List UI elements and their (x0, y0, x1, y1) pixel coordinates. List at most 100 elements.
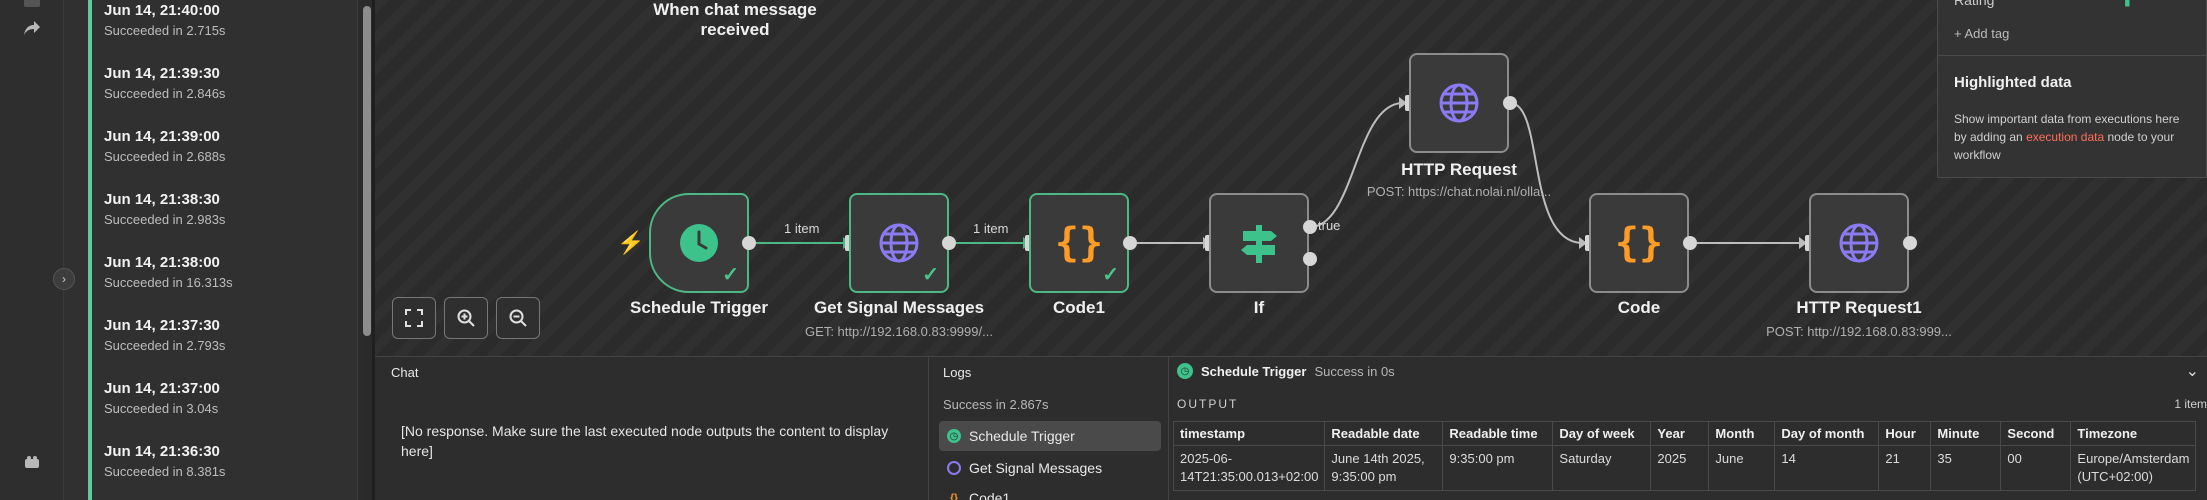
logs-panel: Logs Success in 2.867s ◷ Schedule Trigge… (929, 357, 1169, 500)
column-header[interactable]: Year (1650, 421, 1710, 446)
connection-line (1309, 102, 1404, 228)
log-item-get-signal-messages[interactable]: Get Signal Messages (939, 453, 1161, 483)
collapse-sidebar-button[interactable]: › (53, 268, 75, 290)
column-header[interactable]: Day of week (1552, 421, 1652, 446)
input-port[interactable] (1405, 95, 1412, 111)
output-port-true[interactable] (1303, 220, 1317, 234)
edge-item-count: 1 item (784, 221, 820, 236)
share-icon[interactable] (20, 16, 44, 40)
execution-item[interactable]: Jun 14, 21:39:00 Succeeded in 2.688s (104, 128, 344, 178)
output-port[interactable] (1903, 236, 1917, 250)
table-cell: 14 (1774, 445, 1880, 491)
column-header[interactable]: Timezone (2070, 421, 2197, 446)
code-braces-icon: {} (950, 492, 958, 500)
globe-icon (1439, 83, 1479, 123)
execution-date: Jun 14, 21:37:00 (104, 380, 220, 397)
output-port[interactable] (1683, 236, 1697, 250)
executions-scrollbar-thumb[interactable] (363, 6, 371, 336)
execution-item[interactable]: Jun 14, 21:39:30 Succeeded in 2.846s (104, 65, 344, 115)
table-header-row: timestamp Readable date Readable time Da… (1172, 421, 2197, 446)
table-cell: Europe/Amsterdam (UTC+02:00) (2070, 445, 2197, 491)
clock-icon: ◷ (947, 429, 961, 443)
add-tag-button[interactable]: + Add tag (1954, 26, 2010, 41)
highlighted-text-1: Show important data from executions here… (1954, 112, 2180, 144)
node-code1[interactable]: {} ✓ (1029, 193, 1129, 293)
edge-item-count: 1 item (973, 221, 1009, 236)
thumbs-up-icon[interactable]: ▮ (2124, 0, 2131, 8)
table-cell: 9:35:00 pm (1442, 445, 1554, 491)
chevron-down-icon[interactable]: ⌄ (2185, 363, 2199, 380)
execution-status: Succeeded in 2.688s (104, 149, 226, 164)
output-port[interactable] (742, 236, 756, 250)
input-port[interactable] (845, 235, 852, 251)
node-schedule-trigger[interactable]: ✓ (649, 193, 749, 293)
node-http-request1[interactable] (1809, 193, 1909, 293)
output-port[interactable] (1123, 236, 1137, 250)
input-port[interactable] (1585, 235, 1592, 251)
panel-divider[interactable] (372, 0, 375, 500)
highlighted-text-2: node to your workflow (1954, 130, 2175, 162)
log-item-schedule-trigger[interactable]: ◷ Schedule Trigger (939, 421, 1161, 451)
node-code[interactable]: {} (1589, 193, 1689, 293)
column-header[interactable]: Day of month (1774, 421, 1880, 446)
execution-item[interactable]: Jun 14, 21:40:00 Succeeded in 2.715s (104, 2, 344, 52)
community-icon[interactable] (20, 450, 44, 474)
execution-item[interactable]: Jun 14, 21:36:30 Succeeded in 8.381s (104, 443, 344, 493)
node-label: If (1253, 298, 1265, 317)
execution-date: Jun 14, 21:39:30 (104, 65, 220, 82)
input-port[interactable] (1205, 235, 1212, 251)
input-port[interactable] (1025, 235, 1032, 251)
log-item-label: Code1 (969, 490, 1011, 500)
column-header[interactable]: Minute (1930, 421, 2002, 446)
execution-date: Jun 14, 21:39:00 (104, 128, 220, 145)
column-header[interactable]: Readable time (1442, 421, 1554, 446)
output-status: Success in 0s (1314, 363, 1395, 379)
execution-status: Succeeded in 3.04s (104, 401, 219, 416)
execution-data-link[interactable]: execution data (2026, 130, 2105, 144)
node-http-request[interactable] (1409, 53, 1509, 153)
node-label: Code (1617, 298, 1661, 317)
column-header[interactable]: timestamp (1172, 421, 1326, 446)
workflow-canvas[interactable]: When chat message received ⚡ ✓ Schedule … (375, 0, 2207, 356)
left-rail (0, 0, 64, 500)
column-header[interactable]: Hour (1878, 421, 1932, 446)
output-port[interactable] (942, 236, 956, 250)
node-if[interactable] (1209, 193, 1309, 293)
output-port-false[interactable] (1303, 252, 1317, 266)
bottom-panel: Chat [No response. Make sure the last ex… (375, 356, 2207, 500)
input-port[interactable] (1805, 235, 1812, 251)
table-cell: Saturday (1552, 445, 1652, 491)
node-label: Code1 (1053, 298, 1105, 317)
connections-layer (749, 97, 1807, 249)
column-header[interactable]: Readable date (1324, 421, 1444, 446)
code-braces-icon: {} (1614, 220, 1664, 266)
logs-summary: Success in 2.867s (943, 397, 1049, 412)
table-cell: 00 (2000, 445, 2072, 491)
fit-view-button[interactable] (392, 297, 436, 339)
node-get-signal-messages[interactable]: ✓ (849, 193, 949, 293)
output-port[interactable] (1503, 96, 1517, 110)
node-label: HTTP Request (1401, 160, 1517, 179)
zoom-in-button[interactable] (444, 297, 488, 339)
execution-item[interactable]: Jun 14, 21:37:00 Succeeded in 3.04s (104, 380, 344, 430)
execution-item[interactable]: Jun 14, 21:38:00 Succeeded in 16.313s (104, 254, 344, 304)
chat-trigger-label[interactable]: When chat message received (653, 0, 817, 39)
arrow-head (1799, 237, 1807, 249)
column-header[interactable]: Second (2000, 421, 2072, 446)
execution-item[interactable]: Jun 14, 21:37:30 Succeeded in 2.793s (104, 317, 344, 367)
log-item-code1[interactable]: {} Code1 (939, 483, 1161, 500)
signpost-icon (1241, 225, 1277, 263)
zoom-in-icon (457, 309, 475, 327)
zoom-out-icon (509, 309, 527, 327)
column-header[interactable]: Month (1708, 421, 1776, 446)
chat-title: Chat (391, 365, 419, 380)
info-divider (1938, 55, 2207, 56)
execution-item[interactable]: Jun 14, 21:38:30 Succeeded in 2.983s (104, 191, 344, 241)
home-icon[interactable] (20, 0, 44, 16)
clock-icon: ◷ (1177, 363, 1193, 379)
clock-icon (680, 224, 718, 262)
log-item-label: Get Signal Messages (969, 460, 1103, 476)
execution-date: Jun 14, 21:40:00 (104, 2, 220, 19)
execution-date: Jun 14, 21:38:00 (104, 254, 220, 271)
zoom-out-button[interactable] (496, 297, 540, 339)
